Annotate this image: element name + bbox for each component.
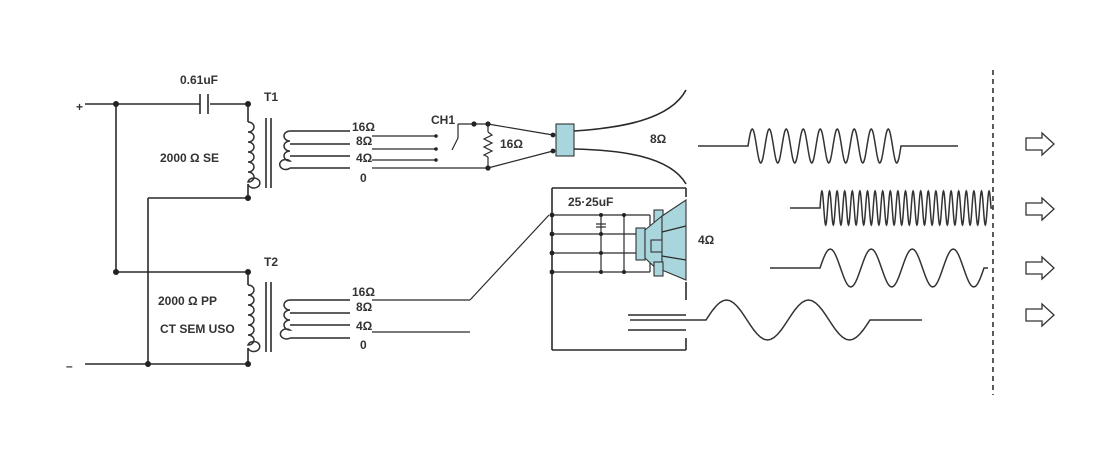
- plus-label: +: [76, 100, 83, 114]
- t2-tap-leads: [372, 214, 550, 333]
- t1-tap-0: 0: [360, 171, 367, 185]
- waveform-treble: [790, 189, 993, 227]
- t2-tap-8: 8Ω: [356, 300, 373, 314]
- t2-tap-16: 16Ω: [352, 285, 375, 299]
- t2-label: T2: [264, 255, 278, 269]
- t1-tap-4: 4Ω: [356, 151, 373, 165]
- t2-desc-label-1: 2000 Ω PP: [158, 294, 217, 308]
- capacitor-icon: [199, 94, 209, 114]
- resistor-icon: [482, 124, 494, 171]
- t1-tap-8: 8Ω: [356, 134, 373, 148]
- t2-tap-4: 4Ω: [356, 319, 373, 333]
- t2-desc-label-2: CT SEM USO: [160, 322, 235, 336]
- resistor-value-label: 16Ω: [500, 137, 523, 151]
- t1-tap-leads: [372, 134, 488, 169]
- arrow-right-icon: [1025, 131, 1055, 328]
- minus-label: –: [66, 359, 73, 373]
- speaker-icon: [635, 198, 687, 281]
- waveforms: [630, 128, 993, 341]
- t2-tap-0: 0: [360, 338, 367, 352]
- t1-tap-16: 16Ω: [352, 120, 375, 134]
- cap-value-label: 0.61uF: [180, 73, 218, 87]
- waveform-bass: [630, 299, 922, 341]
- switch-icon: [451, 121, 491, 151]
- t1-desc-label: 2000 Ω SE: [160, 151, 219, 165]
- t1-label: T1: [264, 90, 278, 104]
- power-rails: [85, 101, 251, 367]
- speaker-8-connector: [555, 123, 575, 157]
- ch1-label: CH1: [431, 113, 455, 127]
- transformer-icon: [247, 118, 350, 189]
- waveform-high: [698, 128, 958, 164]
- speaker-8-label: 8Ω: [650, 132, 667, 146]
- waveform-mid: [770, 248, 988, 288]
- crossover-cap-label: 25·25uF: [568, 195, 613, 209]
- speaker-4-label: 4Ω: [698, 233, 715, 247]
- transformer-t2-icon: [246, 282, 350, 353]
- speaker-8-leads: [487, 89, 687, 185]
